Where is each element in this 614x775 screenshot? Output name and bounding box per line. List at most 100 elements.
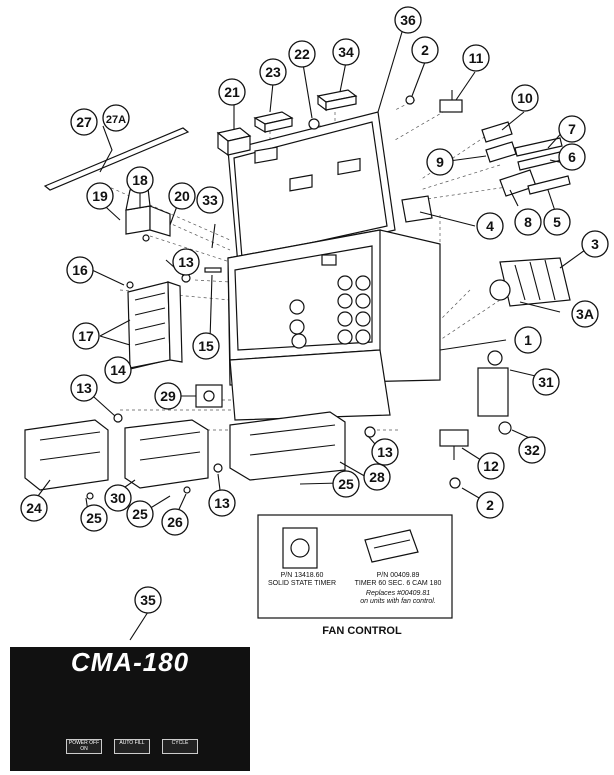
timer-motor-3 [489, 257, 571, 307]
callout-label: 21 [224, 84, 240, 100]
top-components [216, 89, 415, 157]
callout-label: 3 [591, 236, 599, 252]
cam-timer-note-1: Replaces #00409.81 [365, 590, 431, 597]
callout-6: 6 [558, 143, 586, 171]
callout-label: 4 [486, 218, 494, 234]
callout-label: 18 [132, 172, 148, 188]
callout-label: 2 [421, 42, 429, 58]
callout-13: 13 [208, 489, 236, 517]
callout-13: 13 [70, 374, 98, 402]
callout-20: 20 [168, 182, 196, 210]
cam-timer-pn: P/N 00409.89 [376, 572, 420, 579]
callout-label: 12 [483, 458, 499, 474]
callout-label: 17 [78, 328, 94, 344]
cam-timer-name: TIMER 60 SEC. 6 CAM 180 [354, 580, 442, 587]
cycle-button: CYCLE [162, 739, 198, 754]
fan-control-box [257, 514, 453, 619]
solid-timer-pn: P/N 13418.60 [280, 572, 324, 579]
callout-label: 26 [167, 514, 183, 530]
relay-29 [195, 384, 223, 408]
switch-12-solenoid-32 [439, 350, 512, 489]
callout-label: 13 [377, 444, 393, 460]
callout-label: 32 [524, 442, 540, 458]
callout-label: 23 [265, 64, 281, 80]
callout-23: 23 [259, 58, 287, 86]
callout-label: 29 [160, 388, 176, 404]
callout-label: 19 [92, 188, 108, 204]
callout-label: 5 [553, 214, 561, 230]
terminal-board-17 [126, 267, 222, 369]
callout-label: 1 [524, 332, 532, 348]
callout-5: 5 [543, 208, 571, 236]
power-button: POWER OFF ON [66, 739, 102, 754]
fan-control-title: FAN CONTROL [322, 625, 402, 637]
callout-label: 11 [469, 50, 484, 66]
callout-34: 34 [332, 38, 360, 66]
callout-label: 7 [568, 121, 576, 137]
callout-label: 9 [436, 154, 444, 170]
auto-fill-button: AUTO FILL [114, 739, 150, 754]
callout-label: 10 [517, 90, 533, 106]
callout-label: 6 [568, 149, 576, 165]
callout-14: 14 [104, 356, 132, 384]
callout-30: 30 [104, 484, 132, 512]
callout-label: 35 [140, 592, 156, 608]
callout-label: 25 [86, 510, 102, 526]
callout-25: 25 [126, 500, 154, 528]
callout-17: 17 [72, 322, 100, 350]
callout-13: 13 [172, 248, 200, 276]
callout-22: 22 [288, 40, 316, 68]
callout-19: 19 [86, 182, 114, 210]
callout-25: 25 [80, 504, 108, 532]
callout-25: 25 [332, 470, 360, 498]
callout-27: 27 [70, 108, 98, 136]
bracket-4 [401, 195, 433, 223]
callout-label: 13 [214, 495, 230, 511]
callout-16: 16 [66, 256, 94, 284]
callout-1: 1 [514, 326, 542, 354]
callout-label: 27A [106, 114, 126, 126]
callout-12: 12 [477, 452, 505, 480]
callout-3: 3 [581, 230, 609, 258]
callout-15: 15 [192, 332, 220, 360]
callout-29: 29 [154, 382, 182, 410]
panel-title: CMA-180 [70, 647, 190, 677]
right-fittings [439, 90, 571, 197]
callout-label: 13 [178, 254, 194, 270]
callout-label: 36 [400, 12, 416, 28]
callout-3A: 3A [571, 300, 599, 328]
relay-18 [125, 187, 171, 242]
callout-label: 13 [76, 380, 92, 396]
cam-timer-note-2: on units with fan control. [360, 598, 436, 605]
callout-24: 24 [20, 494, 48, 522]
callout-label: 8 [524, 214, 532, 230]
callout-label: 20 [174, 188, 190, 204]
callout-32: 32 [518, 436, 546, 464]
callout-label: 22 [294, 46, 310, 62]
callout-13: 13 [371, 438, 399, 466]
callout-label: 28 [369, 469, 385, 485]
callout-label: 3A [576, 306, 594, 322]
top-cover-36 [227, 111, 396, 266]
callout-label: 33 [202, 192, 218, 208]
callout-2: 2 [476, 491, 504, 519]
callout-label: 2 [486, 497, 494, 513]
callout-label: 16 [72, 262, 88, 278]
callout-7: 7 [558, 115, 586, 143]
callout-label: 31 [538, 374, 554, 390]
callout-label: 15 [198, 338, 214, 354]
callout-11: 11 [462, 44, 490, 72]
callout-31: 31 [532, 368, 560, 396]
callout-10: 10 [511, 84, 539, 112]
callout-36: 36 [394, 6, 422, 34]
callout-label: 30 [110, 490, 126, 506]
cabinet-1 [227, 229, 441, 421]
strip-27 [43, 127, 190, 191]
callout-2: 2 [411, 36, 439, 64]
callout-8: 8 [514, 208, 542, 236]
callout-label: 25 [132, 506, 148, 522]
callout-27A: 27A [102, 104, 130, 132]
callout-35: 35 [134, 586, 162, 614]
solid-timer-name: SOLID STATE TIMER [267, 580, 337, 587]
